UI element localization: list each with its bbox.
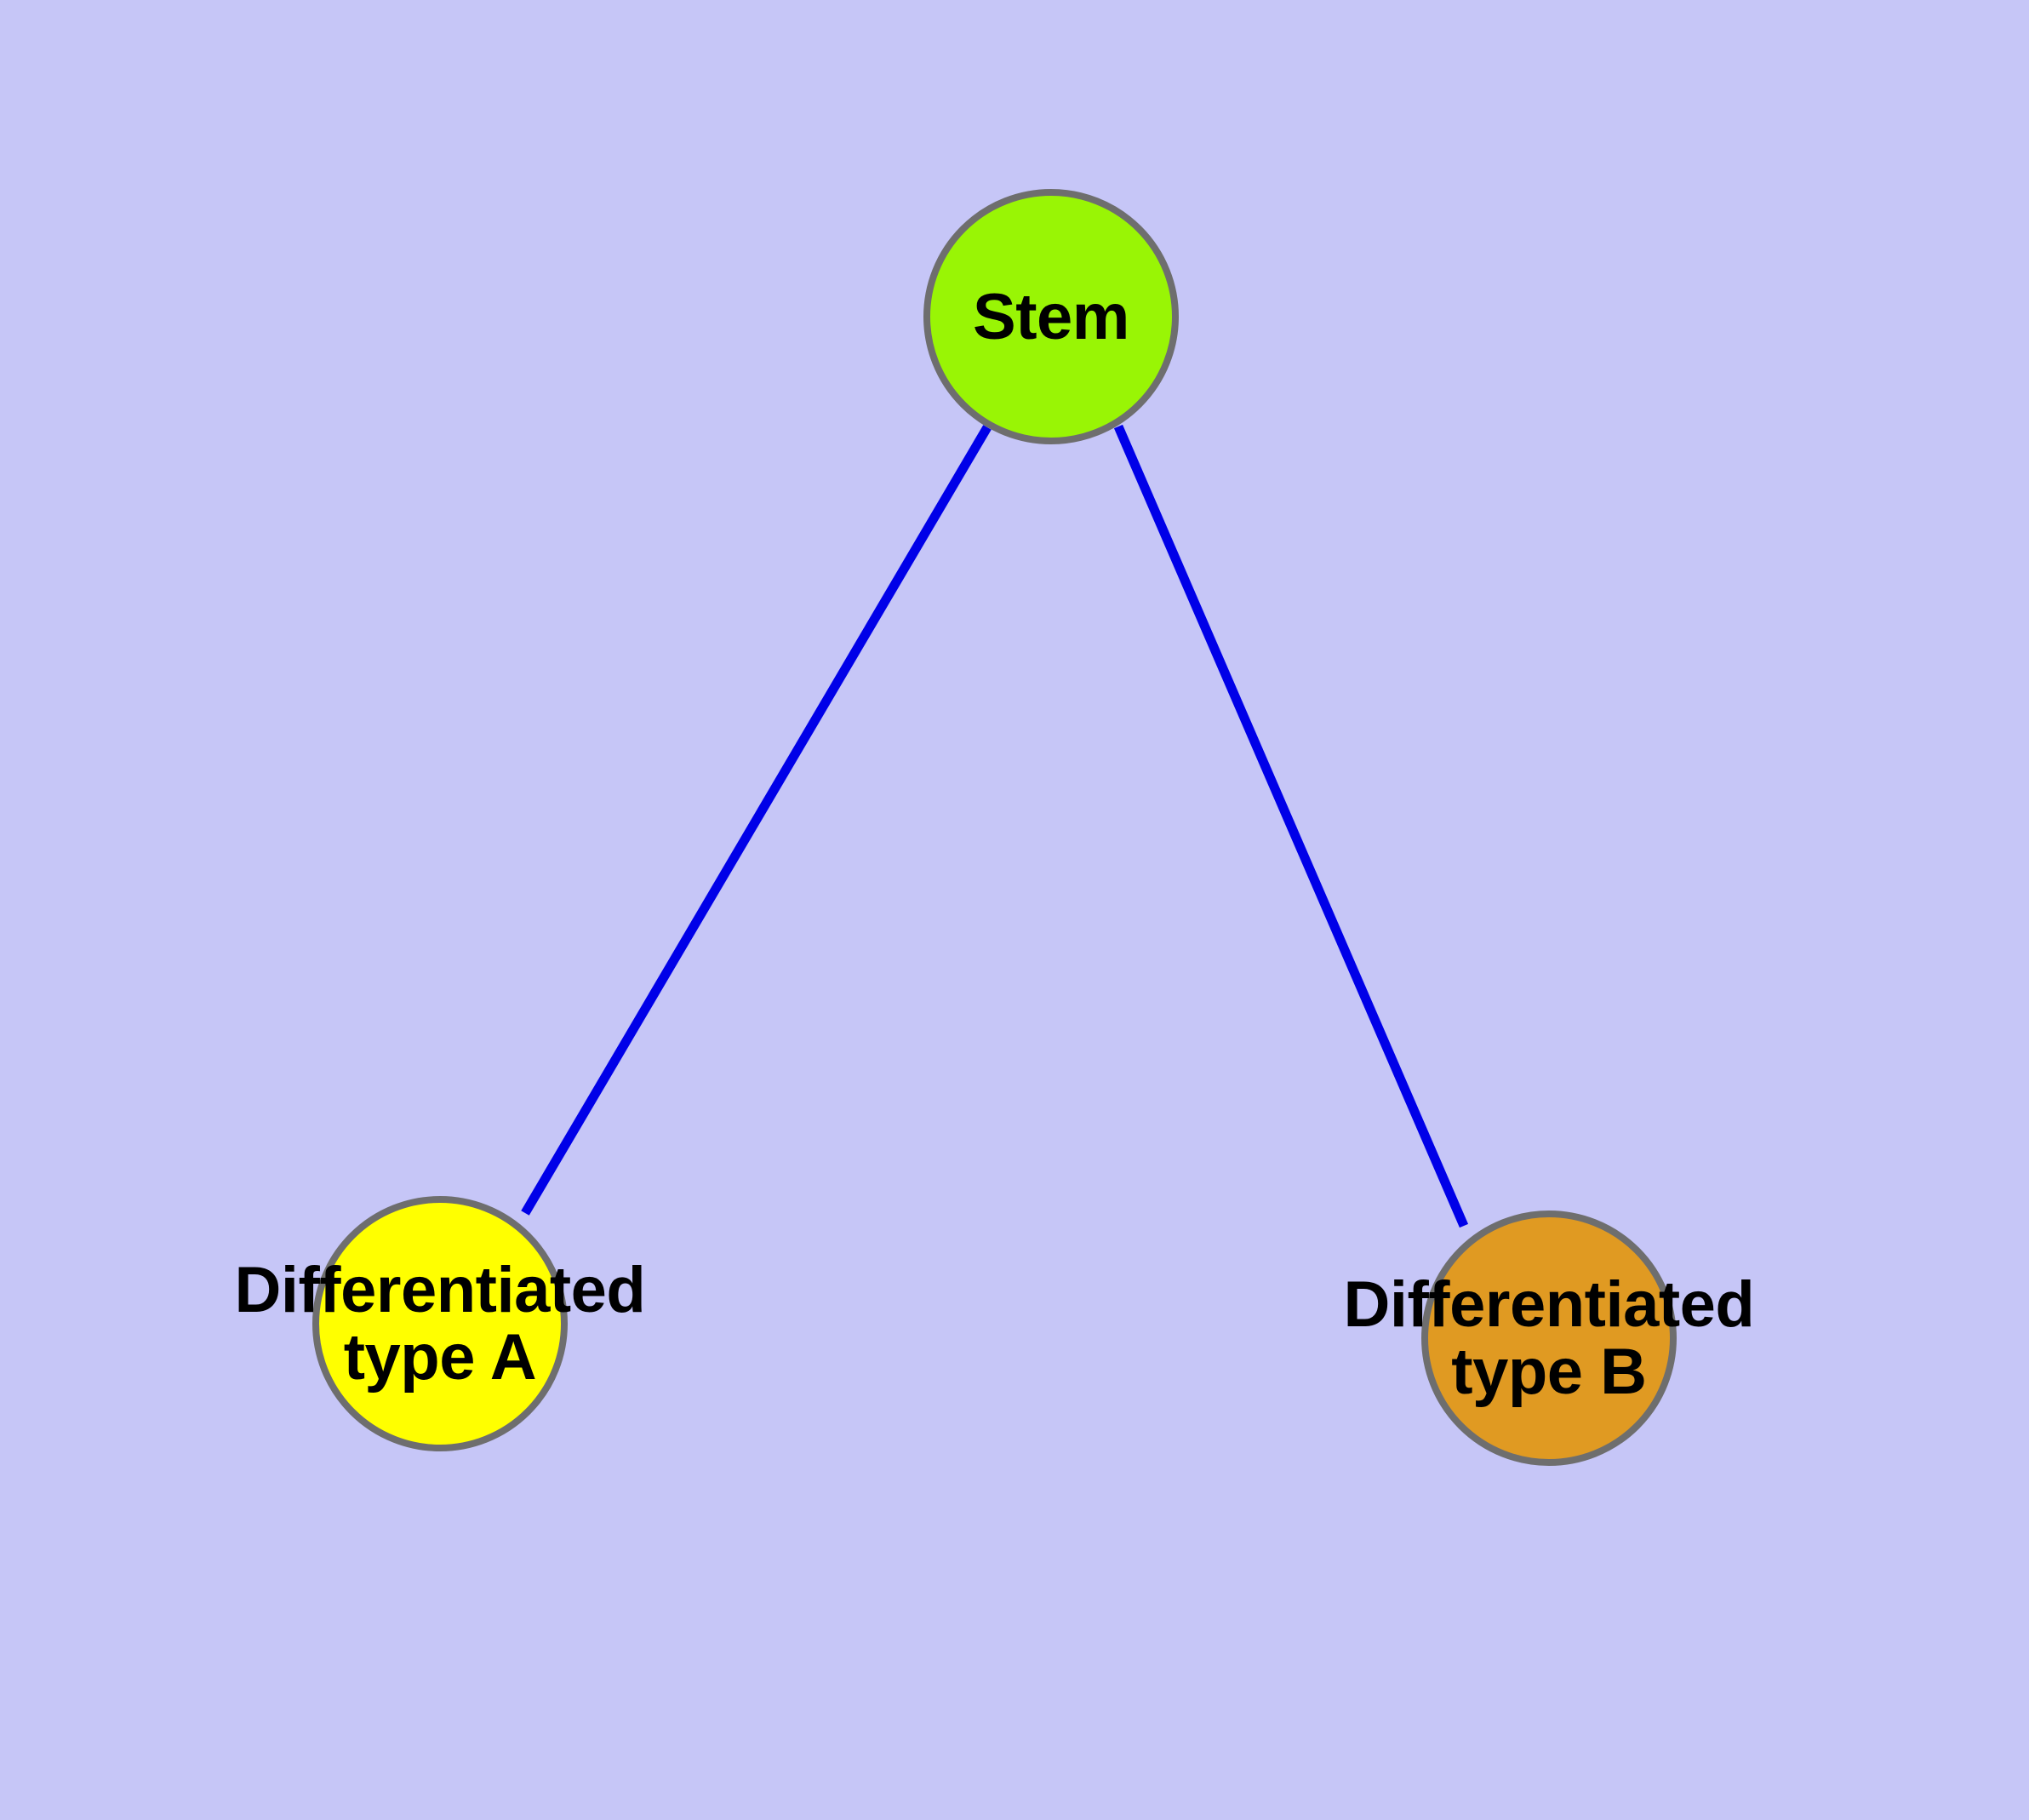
- edge-stem-to-b[interactable]: [1113, 424, 1469, 1228]
- edges-layer: [521, 424, 1469, 1228]
- node-diff-a[interactable]: [312, 1196, 568, 1451]
- edge-stem-to-a[interactable]: [521, 425, 992, 1216]
- node-diff-b[interactable]: [1421, 1210, 1677, 1466]
- nodes-layer: [312, 189, 1677, 1466]
- node-stem[interactable]: [923, 189, 1179, 444]
